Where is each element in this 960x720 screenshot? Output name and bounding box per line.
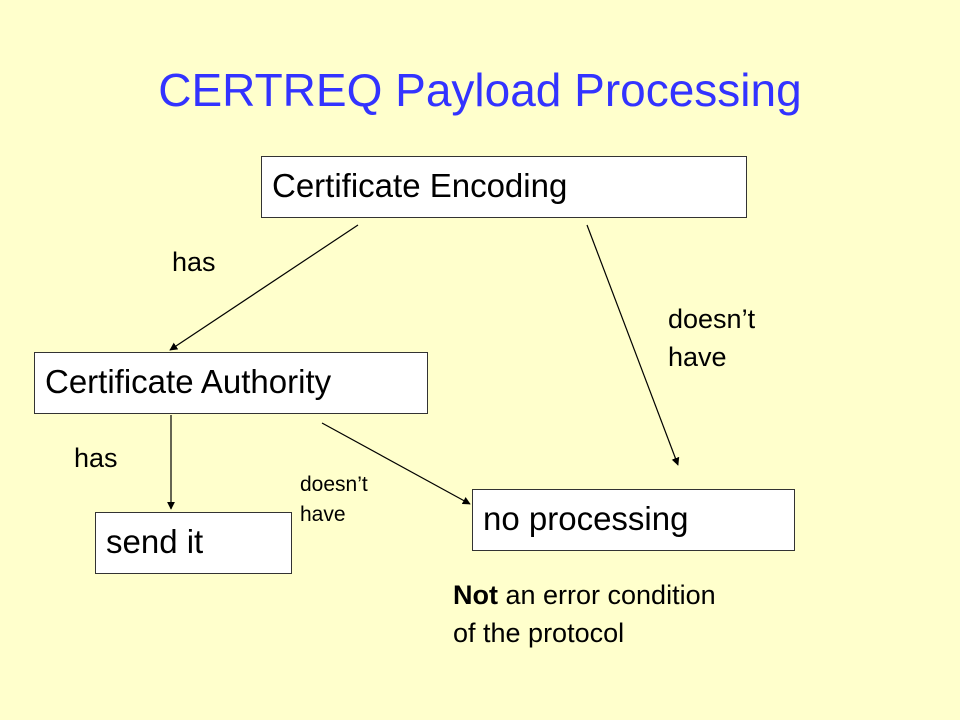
edge-label-encoding-doesnt-have-line2: have bbox=[668, 342, 727, 372]
note-line1-rest: an error condition bbox=[497, 580, 716, 610]
note-line1: Not an error condition bbox=[453, 576, 716, 614]
edge-authority-to-no-processing bbox=[321, 422, 471, 505]
node-certificate-encoding: Certificate Encoding bbox=[261, 156, 747, 218]
node-send-it-label: send it bbox=[106, 523, 204, 561]
edge-label-authority-doesnt-have-line1: doesn’t bbox=[300, 473, 368, 496]
edge-label-encoding-doesnt-have: doesn’t have bbox=[668, 300, 755, 376]
edge-label-encoding-doesnt-have-line1: doesn’t bbox=[668, 304, 756, 334]
node-send-it: send it bbox=[95, 512, 292, 574]
diagram-title: CERTREQ Payload Processing bbox=[158, 64, 802, 116]
node-certificate-encoding-label: Certificate Encoding bbox=[272, 167, 568, 205]
note-emphasis: Not bbox=[453, 580, 498, 610]
note-text: Not an error condition of the protocol bbox=[453, 576, 716, 652]
edge-label-authority-doesnt-have: doesn’t have bbox=[300, 470, 368, 530]
node-no-processing-label: no processing bbox=[483, 500, 689, 538]
edge-label-authority-doesnt-have-line2: have bbox=[300, 503, 346, 526]
edge-label-encoding-has: has bbox=[172, 247, 216, 277]
edge-label-authority-has: has bbox=[74, 443, 118, 473]
note-line2: of the protocol bbox=[453, 618, 625, 648]
node-certificate-authority: Certificate Authority bbox=[34, 352, 428, 414]
node-no-processing: no processing bbox=[472, 489, 795, 551]
edge-encoding-to-no-processing bbox=[586, 224, 680, 466]
node-certificate-authority-label: Certificate Authority bbox=[45, 363, 332, 401]
edge-encoding-to-authority bbox=[169, 224, 359, 351]
